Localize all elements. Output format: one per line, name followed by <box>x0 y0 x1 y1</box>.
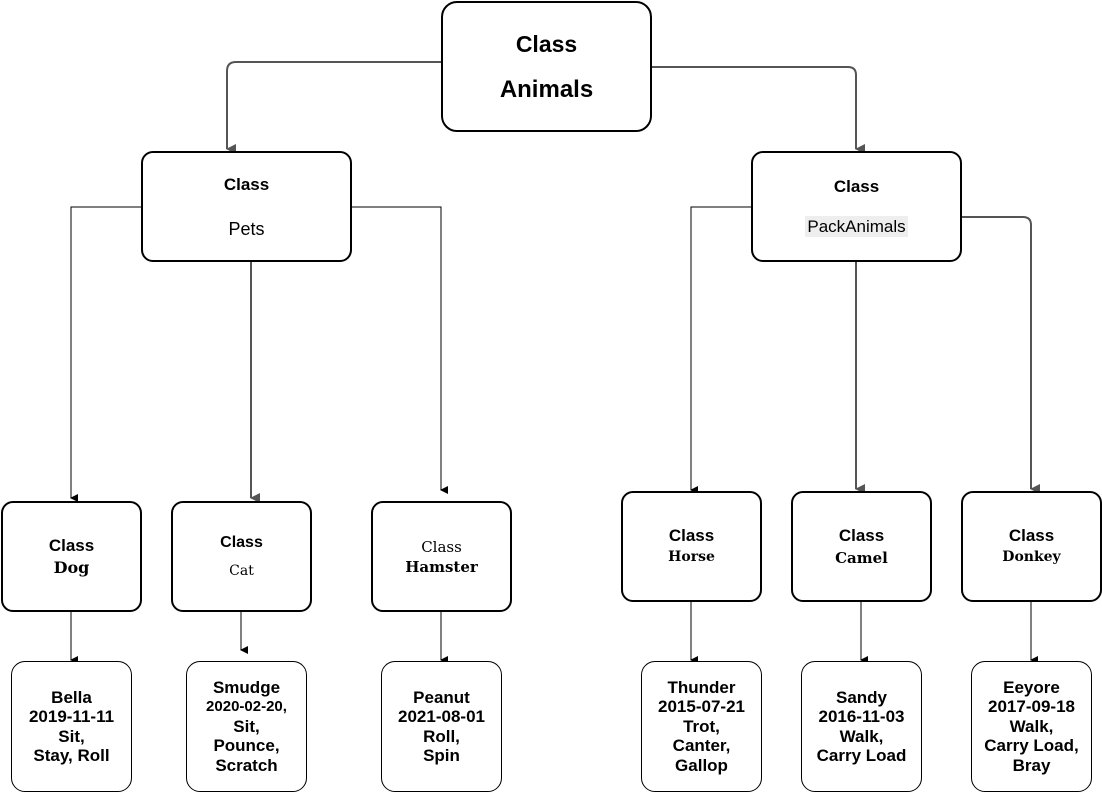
instance-donkey[interactable]: Eeyore 2017-09-18 Walk, Carry Load, Bray <box>971 661 1092 792</box>
instance-line: Bella <box>51 687 92 707</box>
instance-hamster[interactable]: Peanut 2021-08-01 Roll, Spin <box>381 661 502 792</box>
instance-line: Canter, <box>672 736 731 756</box>
node-class-pets-line2: Pets <box>228 218 265 239</box>
node-class-pets-line1: Class <box>223 174 270 194</box>
instance-line: Gallop <box>675 755 728 775</box>
instance-line: 2020-02-20, <box>206 698 287 716</box>
node-class-cat-line1: Class <box>220 533 263 551</box>
instance-line: Sandy <box>835 687 888 707</box>
instance-horse[interactable]: Thunder 2015-07-21 Trot, Canter, Gallop <box>641 661 762 792</box>
node-class-packanimals-line1: Class <box>833 176 880 196</box>
node-class-horse-line2: Horse <box>668 548 715 565</box>
instance-cat[interactable]: Smudge 2020-02-20, Sit, Pounce, Scratch <box>186 661 307 792</box>
node-class-pets[interactable]: Class Pets <box>141 151 352 262</box>
instance-line: Carry Load, <box>984 736 1079 756</box>
node-class-animals-line1: Class <box>515 30 578 57</box>
node-class-camel-line1: Class <box>838 525 885 545</box>
instance-line: Stay, Roll <box>33 746 110 765</box>
instance-line: Sit, <box>58 726 85 746</box>
node-class-donkey[interactable]: Class Donkey <box>961 491 1102 602</box>
edge-animals-pets <box>226 61 442 154</box>
node-class-cat[interactable]: Class Cat <box>171 501 312 612</box>
instance-line: Thunder <box>667 677 736 697</box>
node-class-donkey-line2: Donkey <box>1002 548 1061 565</box>
instance-line: 2017-09-18 <box>988 697 1075 717</box>
instance-line: Carry Load <box>816 746 907 765</box>
instance-line: Eeyore <box>1003 677 1060 697</box>
instance-camel[interactable]: Sandy 2016-11-03 Walk, Carry Load <box>801 661 922 792</box>
instance-line: Pounce, <box>213 736 280 756</box>
node-class-hamster-line1: Class <box>421 537 462 556</box>
instance-line: Walk, <box>839 726 884 746</box>
node-class-animals[interactable]: Class Animals <box>441 1 652 132</box>
instance-line: 2021-08-01 <box>398 707 485 726</box>
edge-animals-packanimals <box>652 66 865 154</box>
instance-line: Scratch <box>215 755 278 775</box>
instance-dog[interactable]: Bella 2019-11-11 Sit, Stay, Roll <box>11 661 132 792</box>
instance-line: Bray <box>1012 755 1051 775</box>
node-class-dog-line2: Dog <box>53 557 90 577</box>
instance-line: Peanut <box>413 687 470 707</box>
node-class-camel-line2: Camel <box>835 548 888 567</box>
instance-line: Sit, <box>233 716 260 736</box>
edge-pets-hamster <box>352 206 448 494</box>
node-class-hamster-line2: Hamster <box>405 557 478 576</box>
edge-pack-donkey <box>962 216 1040 494</box>
node-class-horse[interactable]: Class Horse <box>621 491 762 602</box>
instance-line: 2016-11-03 <box>818 707 905 726</box>
node-class-cat-line2: Cat <box>229 562 254 579</box>
instance-line: 2015-07-21 <box>658 697 745 717</box>
instance-line: Walk, <box>1009 716 1054 736</box>
node-class-camel[interactable]: Class Camel <box>791 491 932 602</box>
node-class-packanimals-line2: PackAnimals <box>805 207 908 247</box>
instance-line: Trot, <box>683 716 720 736</box>
node-class-dog-line1: Class <box>48 535 95 555</box>
node-class-packanimals-name: PackAnimals <box>805 215 908 237</box>
edge-pets-dog <box>70 206 142 502</box>
edge-pack-horse <box>690 206 752 494</box>
node-class-dog[interactable]: Class Dog <box>1 501 142 612</box>
node-class-animals-line2: Animals <box>499 75 594 103</box>
instance-line: Smudge <box>212 677 281 697</box>
node-class-hamster[interactable]: Class Hamster <box>371 501 512 612</box>
node-class-donkey-line1: Class <box>1008 525 1055 545</box>
instance-line: 2019-11-11 <box>28 707 115 726</box>
instance-line: Roll, <box>423 726 460 746</box>
node-class-horse-line1: Class <box>668 525 715 545</box>
node-class-packanimals[interactable]: Class PackAnimals <box>751 151 962 262</box>
instance-line: Spin <box>423 746 460 765</box>
